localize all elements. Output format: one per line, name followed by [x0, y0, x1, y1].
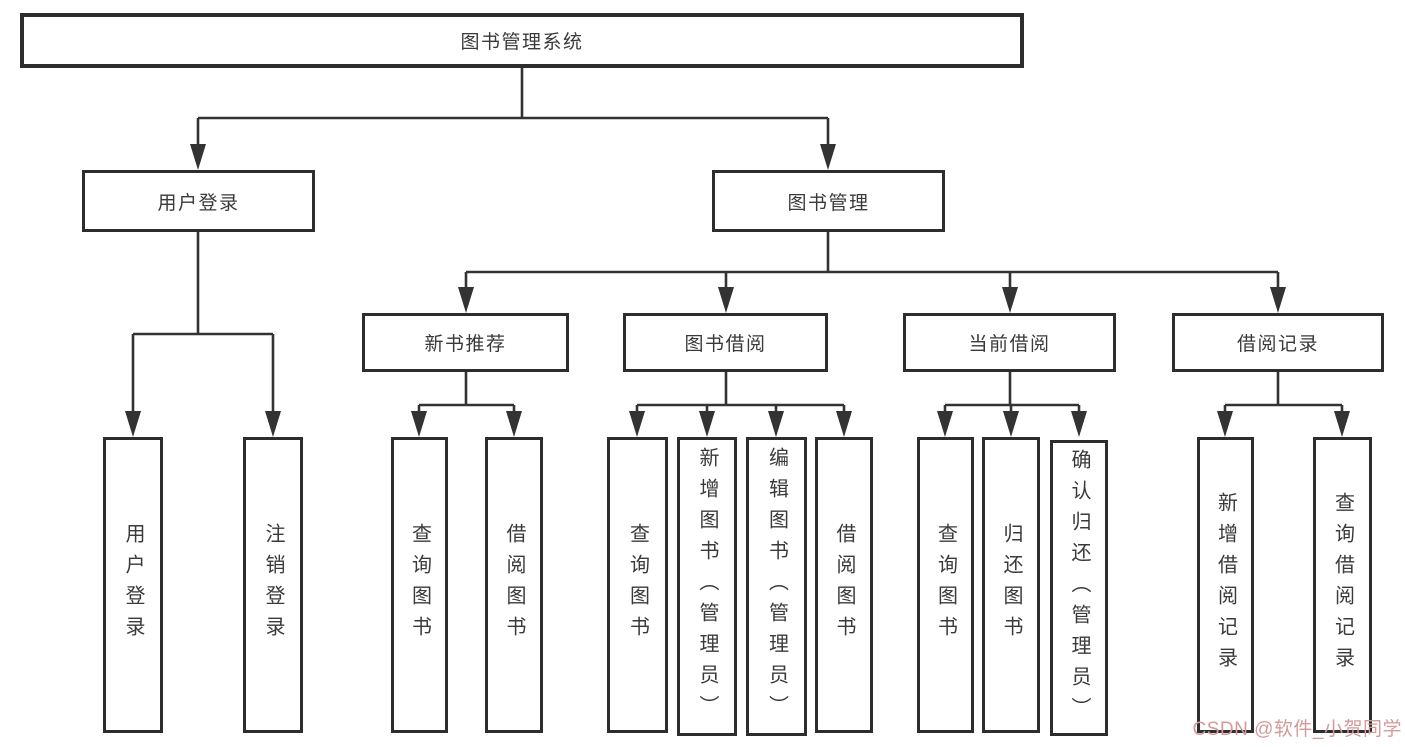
node-leaf-logout: 注销登录: [243, 437, 303, 733]
edge-root-to-level2: [196, 68, 830, 148]
arrow-icon: [1071, 411, 1087, 437]
node-leaf-query-borrow-record: 查询借阅记录: [1313, 437, 1372, 733]
arrow-icon: [458, 287, 474, 313]
node-leaf-user-login: 用户登录: [103, 437, 163, 733]
edge-bookmgmt-to-level3: [464, 232, 1280, 291]
node-leaf-return-book: 归还图书: [982, 437, 1040, 733]
arrow-icon: [820, 144, 836, 170]
arrow-icon: [1334, 411, 1350, 437]
node-borrow-records: 借阅记录: [1172, 313, 1384, 372]
node-leaf-edit-book-admin: 编辑图书（管理员）: [746, 437, 807, 736]
arrow-icon: [125, 411, 141, 437]
arrow-icon: [506, 411, 522, 437]
edge-userlogin-to-leaves: [131, 232, 275, 415]
arrow-icon: [1270, 287, 1286, 313]
node-label: 注销登录: [262, 523, 284, 647]
node-label: 用户登录: [157, 192, 240, 214]
node-leaf-query-book-3: 查询图书: [917, 437, 974, 733]
arrow-icon: [937, 411, 953, 437]
node-label: 借阅记录: [1236, 334, 1319, 355]
node-label: 借阅图书: [503, 523, 525, 647]
arrow-icon: [768, 411, 784, 437]
node-label: 用户登录: [122, 523, 144, 647]
node-new-book-recommend: 新书推荐: [362, 313, 569, 372]
arrow-icon: [411, 411, 427, 437]
arrow-icon: [1002, 287, 1018, 313]
node-leaf-add-borrow-record: 新增借阅记录: [1197, 437, 1254, 733]
arrow-icon: [718, 287, 734, 313]
node-label: 查询图书: [934, 523, 957, 647]
arrow-icon: [629, 411, 645, 437]
node-leaf-add-book-admin: 新增图书（管理员）: [677, 437, 737, 736]
edge-borrow-to-leaves: [635, 372, 846, 415]
node-label: 新增借阅记录: [1214, 492, 1237, 678]
node-label: 归还图书: [1000, 523, 1022, 647]
node-leaf-confirm-return-admin: 确认归还（管理员）: [1050, 440, 1108, 736]
node-label: 确认归还（管理员）: [1068, 448, 1090, 728]
arrow-icon: [699, 411, 715, 437]
arrow-icon: [265, 411, 281, 437]
node-label: 当前借阅: [968, 334, 1051, 355]
node-label: 新书推荐: [424, 334, 507, 355]
node-leaf-query-book-2: 查询图书: [607, 437, 668, 733]
arrow-icon: [836, 411, 852, 437]
node-label: 查询图书: [408, 523, 431, 647]
node-book-management: 图书管理: [712, 170, 945, 232]
node-label: 图书管理: [787, 192, 870, 214]
csdn-watermark: CSDN @软件_小贺同学: [1192, 719, 1402, 740]
node-leaf-borrow-book-2: 借阅图书: [815, 437, 873, 733]
node-label: 图书借阅: [684, 334, 767, 355]
arrow-icon: [190, 144, 206, 170]
node-book-borrow: 图书借阅: [623, 313, 828, 372]
edge-records-to-leaves: [1223, 372, 1344, 415]
node-label: 查询借阅记录: [1331, 492, 1354, 678]
arrow-icon: [1003, 411, 1019, 437]
edge-current-to-leaves: [943, 372, 1081, 415]
node-leaf-query-book-1: 查询图书: [391, 437, 448, 733]
node-label: 查询图书: [626, 523, 649, 647]
node-label: 编辑图书（管理员）: [765, 447, 788, 726]
node-label: 借阅图书: [833, 523, 855, 647]
node-user-login: 用户登录: [82, 170, 315, 232]
node-label: 新增图书（管理员）: [696, 447, 718, 726]
node-label: 图书管理系统: [460, 32, 584, 53]
node-current-borrow: 当前借阅: [903, 313, 1116, 372]
node-root-system: 图书管理系统: [20, 13, 1024, 68]
node-leaf-borrow-book-1: 借阅图书: [485, 437, 543, 733]
edge-newbook-to-leaves: [417, 372, 516, 415]
arrow-icon: [1217, 411, 1233, 437]
